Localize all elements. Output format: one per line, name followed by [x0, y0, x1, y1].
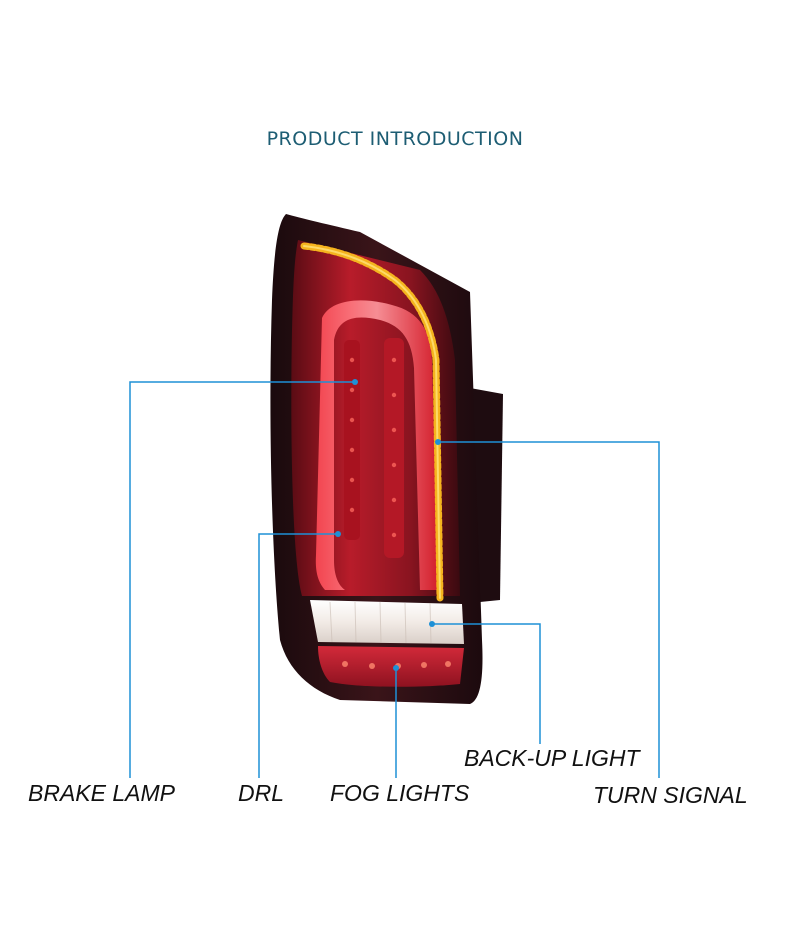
fog-lights-callout-dot — [393, 665, 399, 671]
turn-signal-callout-line — [438, 441, 660, 778]
back-up-light-label: BACK-UP LIGHT — [464, 745, 640, 771]
brake-led-strip-right — [384, 338, 404, 558]
brake-lamp-callout-dot — [352, 379, 358, 385]
back-up-light-callout-line — [432, 623, 541, 744]
drl-callout-dot — [335, 531, 341, 537]
callout-lines — [129, 381, 660, 778]
back-up-light-lens — [310, 600, 464, 644]
back-up-light-callout-dot — [429, 621, 435, 627]
turn-signal-callout-dot — [435, 439, 441, 445]
turn-signal-label: TURN SIGNAL — [593, 782, 748, 808]
brake-lamp-callout-line — [129, 381, 355, 778]
drl-label: DRL — [238, 780, 285, 806]
brake-led-strip-left — [344, 340, 360, 540]
drl-light-bar — [315, 300, 438, 590]
fog-lights-label: FOG LIGHTS — [330, 780, 470, 806]
brake-lamp-label: BRAKE LAMP — [28, 780, 175, 806]
fog-light-lens — [318, 646, 464, 687]
drl-callout-line — [258, 533, 338, 778]
page-title: PRODUCT INTRODUCTION — [266, 128, 524, 150]
